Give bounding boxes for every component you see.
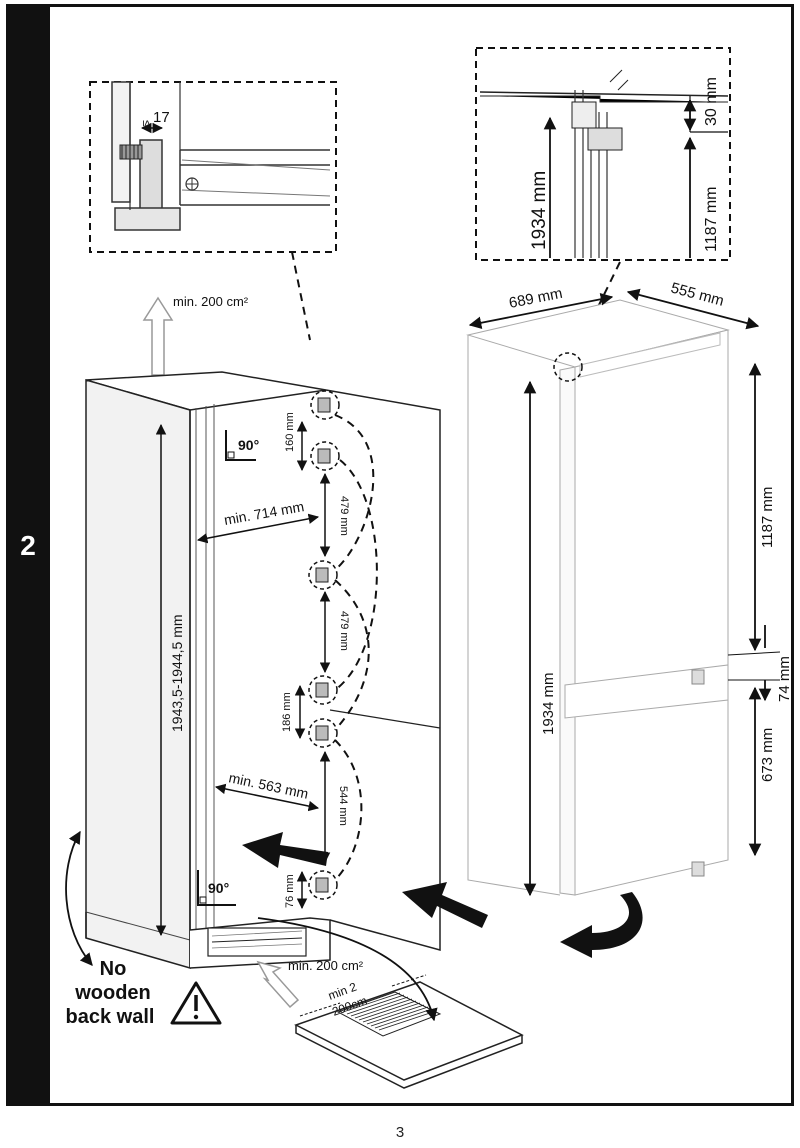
hinge-spacing-dimensions bbox=[294, 420, 331, 910]
upper-section-label: 1187 mm bbox=[759, 487, 776, 548]
appliance-body bbox=[466, 299, 730, 896]
push-arrow-icon bbox=[402, 882, 488, 928]
warning-triangle-icon bbox=[170, 981, 222, 1025]
width-dimension bbox=[468, 293, 614, 329]
detail-leader-line bbox=[291, 251, 311, 341]
step-sidebar bbox=[6, 4, 50, 1106]
step-number: 2 bbox=[20, 530, 36, 561]
niche-height-label: 1943,5-1944,5 mm bbox=[169, 614, 185, 732]
hinge-detail-inset: ≤ 17 bbox=[89, 81, 337, 253]
vent-top-label: min. 200 cm² bbox=[173, 294, 249, 309]
hinge-544-label: 544 mm bbox=[337, 786, 349, 826]
cabinet-niche bbox=[85, 371, 441, 969]
inset-1187-label: 1187 mm bbox=[703, 186, 720, 252]
warning-line-2: wooden bbox=[74, 982, 151, 1004]
airflow-arrow-icon bbox=[142, 296, 174, 376]
lower-section-label: 673 mm bbox=[759, 728, 776, 782]
rotation-arrow-icon bbox=[560, 892, 643, 958]
niche-width-bottom-label: min. 563 mm bbox=[227, 769, 309, 801]
depth-dimension bbox=[626, 288, 760, 330]
top-fixing-inset bbox=[475, 47, 731, 261]
hinge-186-label: 186 mm bbox=[281, 692, 293, 732]
right-angle-icon bbox=[225, 430, 256, 461]
warning-line-1: No bbox=[100, 958, 127, 980]
back-wall-arrow bbox=[65, 830, 93, 966]
niche-width-top-dimension bbox=[196, 513, 320, 544]
hinge-479-a-label: 479 mm bbox=[338, 496, 350, 536]
niche-width-bottom-dimension bbox=[214, 783, 320, 812]
appliance-hinge-marker bbox=[553, 352, 583, 382]
detail-gap-label: 17 bbox=[153, 109, 170, 126]
angle-top-label: 90° bbox=[238, 437, 259, 453]
hinge-markers bbox=[308, 390, 378, 900]
gap-label: 74 mm bbox=[776, 656, 793, 702]
inset-30-label: 30 mm bbox=[703, 77, 720, 126]
push-arrow-icon bbox=[242, 832, 328, 868]
hinge-76-label: 76 mm bbox=[284, 874, 296, 908]
vent-bottom-label: min. 200 cm² bbox=[288, 958, 364, 973]
plinth-grille-panel bbox=[294, 974, 524, 1089]
appliance-height-label: 1934 mm bbox=[540, 672, 557, 735]
angle-bottom-label: 90° bbox=[208, 880, 229, 896]
warning-line-3: back wall bbox=[66, 1006, 155, 1028]
right-angle-icon bbox=[197, 870, 236, 906]
niche-width-top-label: min. 714 mm bbox=[223, 498, 305, 528]
page-number: 3 bbox=[395, 1124, 405, 1141]
airflow-arrow-icon bbox=[256, 960, 300, 1009]
hinge-479-b-label: 479 mm bbox=[338, 611, 350, 651]
inset-1934-label: 1934 mm bbox=[529, 171, 550, 250]
hinge-160-label: 160 mm bbox=[284, 412, 296, 452]
detail-gap-symbol: ≤ bbox=[140, 120, 154, 127]
grille-arrow bbox=[257, 917, 438, 1022]
